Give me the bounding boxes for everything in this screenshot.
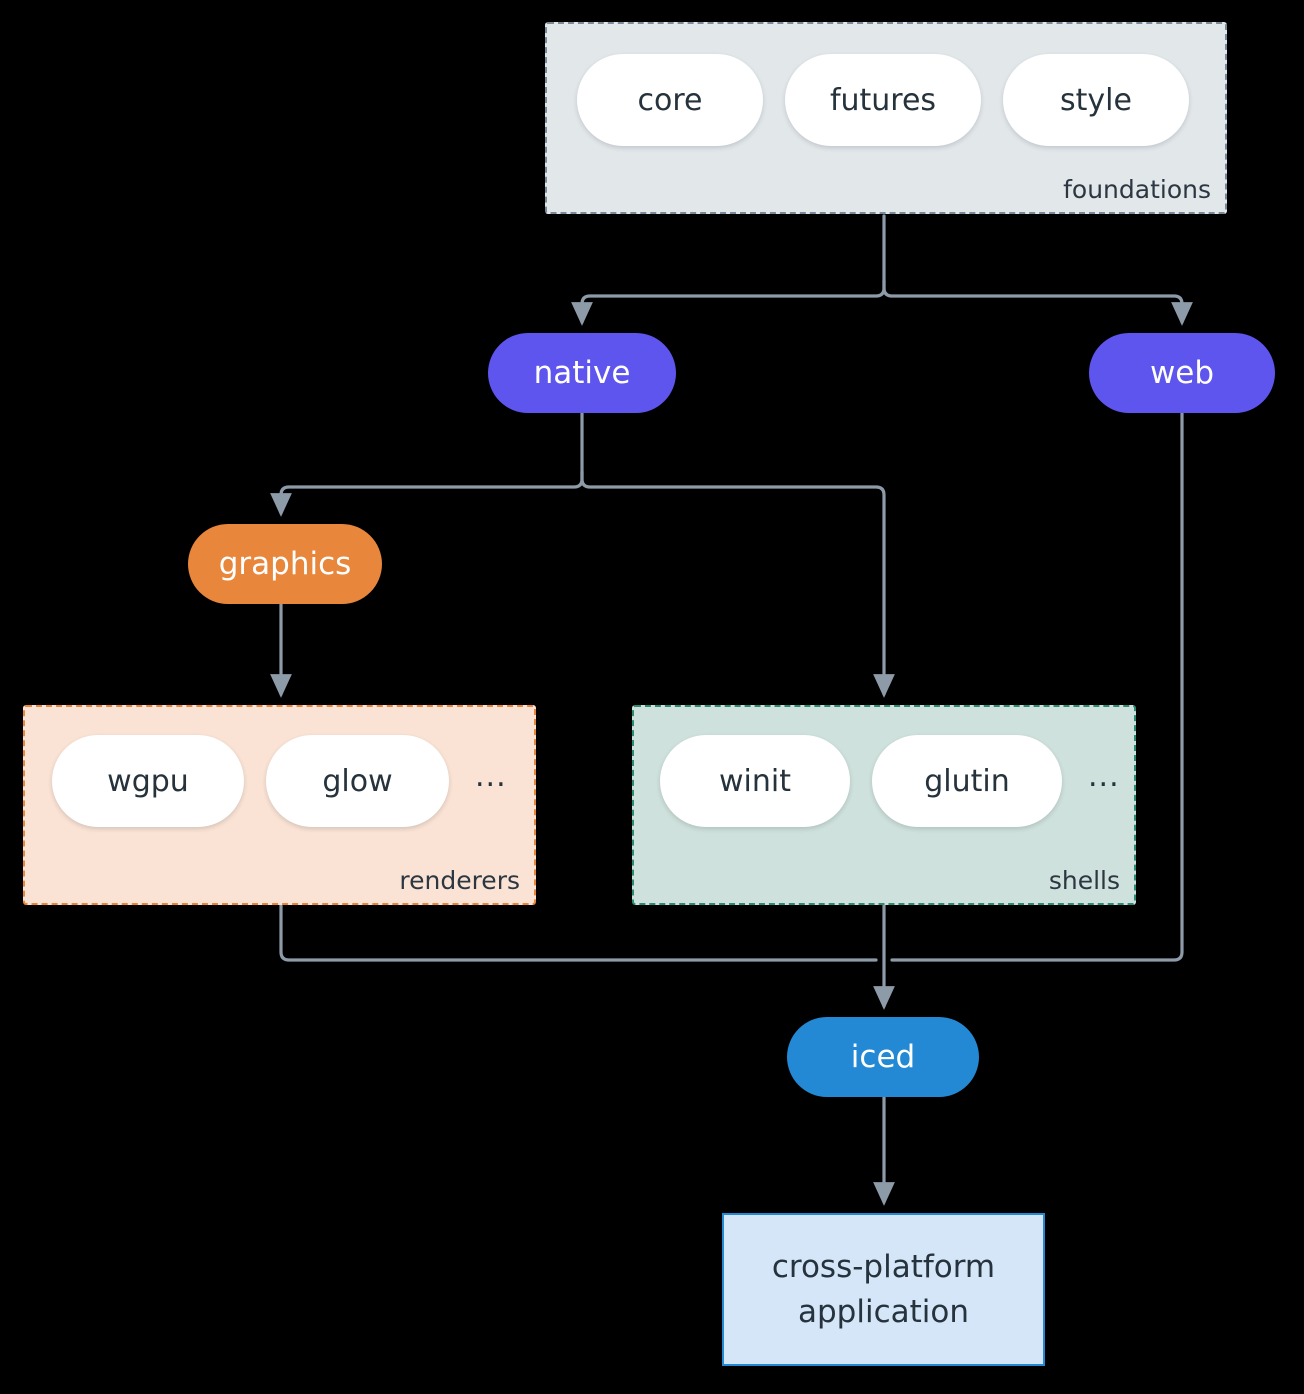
application-line-1: cross-platform (771, 1248, 996, 1285)
group-foundations-items: core futures style (577, 54, 1189, 146)
group-shells: winit glutin ... shells (632, 705, 1136, 905)
edge-foundations-to-web (882, 279, 1193, 326)
renderers-ellipsis: ... (475, 759, 507, 794)
group-foundations: core futures style foundations (545, 22, 1227, 214)
node-winit[interactable]: winit (660, 735, 850, 827)
edge-native-to-graphics (270, 470, 584, 517)
edge-renderers-to-iced (279, 903, 878, 962)
shells-ellipsis: ... (1088, 759, 1120, 794)
node-native[interactable]: native (488, 333, 676, 413)
group-renderers: wgpu glow ... renderers (23, 705, 536, 905)
edge-foundations-to-native (571, 279, 886, 326)
group-shells-items: winit glutin ... (660, 735, 1120, 827)
node-glutin[interactable]: glutin (872, 735, 1062, 827)
group-shells-label: shells (1048, 866, 1120, 895)
node-core[interactable]: core (577, 54, 763, 146)
node-web[interactable]: web (1089, 333, 1275, 413)
node-iced[interactable]: iced (787, 1017, 979, 1097)
group-renderers-items: wgpu glow ... (52, 735, 507, 827)
group-foundations-label: foundations (1063, 175, 1211, 204)
group-renderers-label: renderers (399, 866, 520, 895)
application-line-2: application (798, 1293, 969, 1330)
node-glow[interactable]: glow (266, 735, 449, 827)
node-style[interactable]: style (1003, 54, 1189, 146)
node-graphics[interactable]: graphics (188, 524, 382, 604)
node-cross-platform-application[interactable]: cross-platform application (722, 1213, 1045, 1366)
node-futures[interactable]: futures (785, 54, 981, 146)
node-wgpu[interactable]: wgpu (52, 735, 244, 827)
edge-native-to-shells (580, 470, 895, 698)
